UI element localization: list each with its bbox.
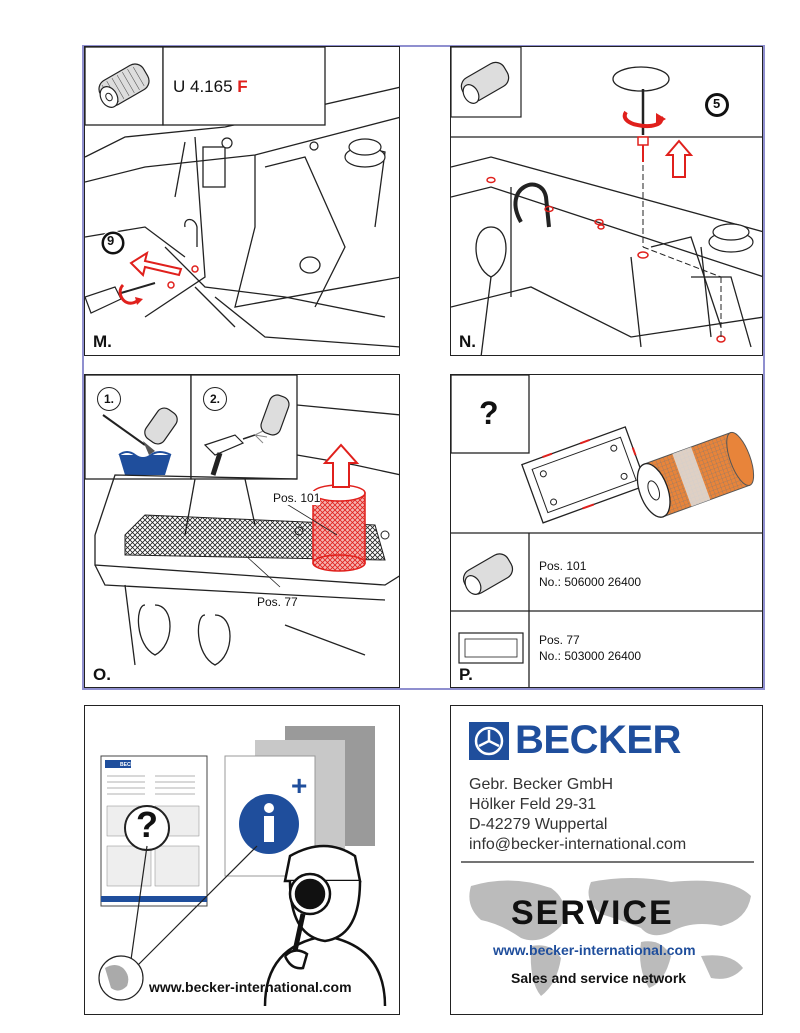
- tool-number: 9: [107, 233, 115, 248]
- tool-number-badge: [100, 230, 126, 256]
- company-street: Hölker Feld 29-31: [469, 796, 597, 813]
- filter-cartridge-icon: [462, 553, 514, 595]
- up-arrow: [322, 443, 360, 488]
- step-label-m: M.: [93, 332, 112, 351]
- filter-cartridge-icon: [98, 63, 150, 108]
- brand-name: BECKER: [515, 718, 681, 762]
- service-heading: SERVICE: [511, 894, 674, 932]
- sub-step-2: 2.: [203, 387, 227, 411]
- technician-magnifier-icon: [263, 844, 387, 1007]
- label-pos-77: Pos. 77: [257, 595, 298, 609]
- booklet-brand: BECKER: [120, 762, 142, 768]
- part1-pos: Pos. 101: [539, 559, 587, 573]
- step-group-frame: [82, 45, 765, 690]
- water-icon: [118, 451, 172, 475]
- panel-step-p: ? Pos. 101 No.: 506000 26400 Pos. 77 No.…: [450, 374, 763, 688]
- panel-manual-info: BECKER ? + www.becker-international.com: [84, 705, 400, 1015]
- service-website-link[interactable]: www.becker-international.com: [493, 942, 696, 958]
- question-mark: ?: [136, 804, 158, 845]
- step-label-o: O.: [93, 665, 111, 684]
- filter-cartridge-icon: [460, 61, 510, 104]
- gasket-small-icon: [458, 632, 524, 664]
- model-number: U 4.165 F: [173, 77, 248, 97]
- air-blow-gun-icon: [203, 429, 268, 476]
- screw-icon: [637, 136, 649, 162]
- company-city: D-42279 Wuppertal: [469, 816, 608, 833]
- info-icon: [239, 794, 299, 854]
- up-arrow: [664, 139, 694, 178]
- website-link[interactable]: www.becker-international.com: [149, 979, 352, 995]
- pump-filter-removal-drawing: [85, 47, 399, 348]
- part2-number: No.: 503000 26400: [539, 649, 642, 663]
- part1-number: No.: 506000 26400: [539, 575, 642, 589]
- hex-key-icon: [612, 66, 670, 135]
- spare-parts-drawing: [451, 375, 762, 687]
- question-mark: ?: [479, 395, 499, 431]
- pump-screw-install-drawing: [451, 47, 762, 355]
- company-name: Gebr. Becker GmbH: [469, 776, 614, 793]
- tool-number: 5: [713, 96, 721, 111]
- panel-step-n: 5 N.: [450, 46, 763, 356]
- gasket-icon: [521, 426, 648, 524]
- panel-contact: BECKER Gebr. Becker GmbH Hölker Feld 29-…: [450, 705, 763, 1015]
- world-map-icon: [469, 878, 751, 996]
- panel-step-o: 1. 2. Pos. 101 Pos. 77 O.: [84, 374, 400, 688]
- sub-step-1: 1.: [97, 387, 121, 411]
- filter-cartridge-pos101: [312, 484, 366, 572]
- step-label-n: N.: [459, 332, 476, 351]
- brush-icon: [102, 414, 155, 455]
- screwdriver-icon: [85, 282, 156, 314]
- tool-number-badge: [705, 93, 729, 117]
- company-email[interactable]: info@becker-international.com: [469, 836, 687, 853]
- becker-contact-graphics: [461, 722, 754, 996]
- becker-logo-icon: [469, 722, 509, 760]
- filter-cartridge-icon: [260, 394, 290, 436]
- filter-cleaning-drawing: [85, 375, 399, 666]
- filter-cartridge-icon: [144, 407, 178, 445]
- part2-pos: Pos. 77: [539, 633, 580, 647]
- label-pos-101: Pos. 101: [273, 491, 321, 505]
- panel-step-m: U 4.165 F 9 M.: [84, 46, 400, 356]
- manual-info-illustration: [98, 726, 387, 1007]
- removal-arrow: [129, 250, 183, 277]
- info-plus: +: [291, 770, 308, 801]
- filter-cartridge-part: [636, 431, 755, 518]
- model-prefix: U 4.165: [173, 77, 238, 96]
- service-subtitle: Sales and service network: [511, 970, 687, 986]
- globe-icon: [98, 955, 144, 1001]
- model-suffix: F: [237, 77, 248, 96]
- step-label-p: P.: [459, 665, 473, 684]
